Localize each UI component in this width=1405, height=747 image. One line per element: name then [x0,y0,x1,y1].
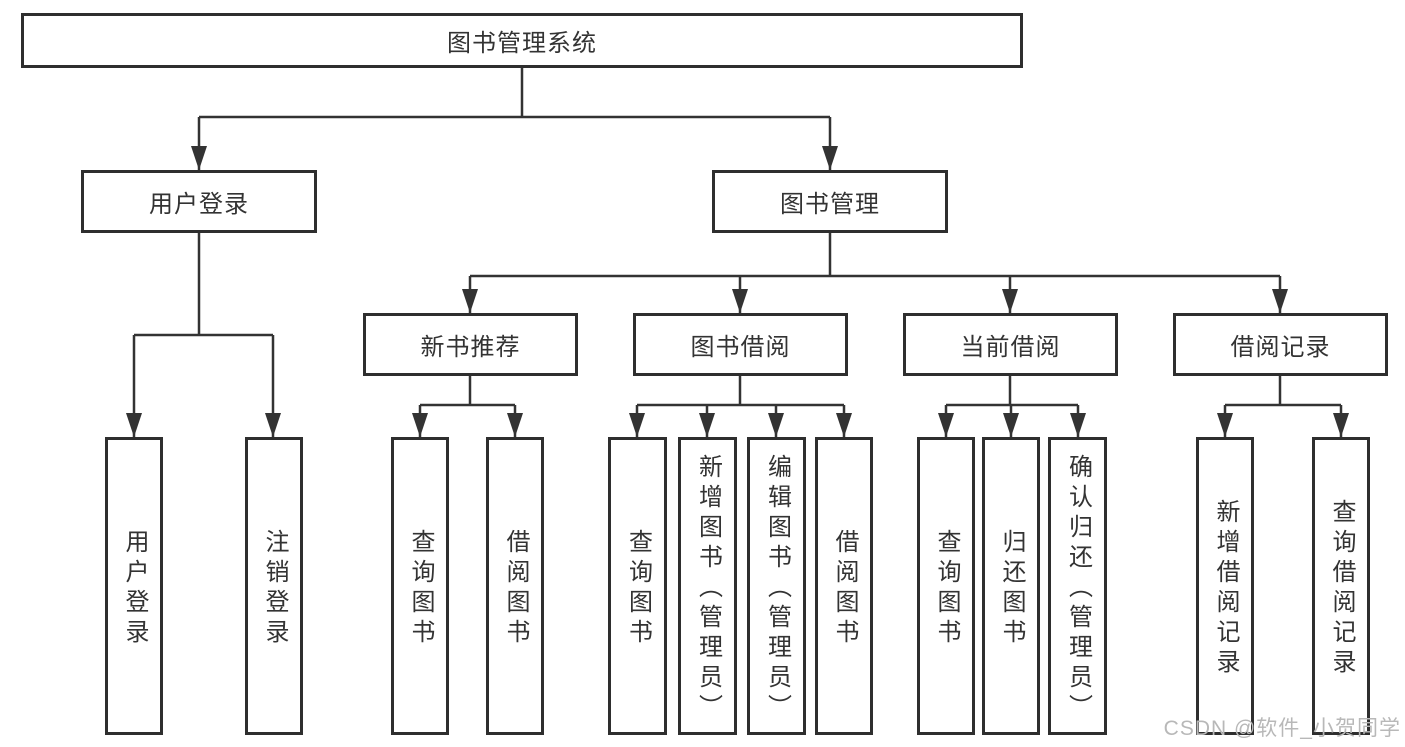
arrow-icon [126,413,142,437]
arrow-icon [629,413,645,437]
node-bb-add-book: 新增图书（管理员） [678,437,737,735]
node-current-borrow-label: 当前借阅 [960,334,1061,361]
node-user-login: 用户登录 [81,170,317,233]
node-current-borrow: 当前借阅 [903,313,1118,376]
node-nb-query-book-label: 查询图书 [407,529,434,649]
edge-current-borrow [944,376,1080,437]
node-ul-user-login-label: 用户登录 [121,529,148,649]
node-new-book-rec-label: 新书推荐 [420,334,521,361]
node-root: 图书管理系统 [21,13,1023,68]
node-cb-return-book: 归还图书 [982,437,1040,735]
arrow-icon [1333,413,1349,437]
node-new-book-rec: 新书推荐 [363,313,578,376]
arrow-icon [1003,413,1019,437]
node-nb-borrow-book: 借阅图书 [486,437,544,735]
arrow-icon [732,289,748,313]
node-cb-confirm-return: 确认归还（管理员） [1048,437,1107,735]
arrow-icon [1217,413,1233,437]
node-book-borrow: 图书借阅 [633,313,848,376]
arrow-icon [265,413,281,437]
edge-book-borrow [635,376,846,437]
node-bb-edit-book-label: 编辑图书（管理员） [763,454,791,724]
node-nb-query-book: 查询图书 [391,437,449,735]
node-bb-add-book-label: 新增图书（管理员） [694,454,722,724]
arrow-icon [699,413,715,437]
node-book-mgmt-label: 图书管理 [780,191,880,218]
edge-user-login [132,233,275,437]
node-br-query-record-label: 查询借阅记录 [1328,499,1355,679]
node-root-label: 图书管理系统 [447,30,597,57]
edge-new-book-rec [418,376,517,437]
tree-edges [132,68,1343,437]
node-bb-edit-book: 编辑图书（管理员） [747,437,806,735]
node-bb-borrow-book-label: 借阅图书 [831,529,858,649]
node-br-add-record: 新增借阅记录 [1196,437,1254,735]
arrow-icon [1272,289,1288,313]
node-borrow-record-label: 借阅记录 [1230,334,1331,361]
arrow-icon [507,413,523,437]
node-cb-query-book: 查询图书 [917,437,975,735]
arrow-icon [1002,289,1018,313]
node-cb-confirm-return-label: 确认归还（管理员） [1064,454,1092,724]
edge-root [197,68,832,170]
arrow-icon [836,413,852,437]
arrow-icon [412,413,428,437]
node-ul-user-login: 用户登录 [105,437,163,735]
csdn-watermark: CSDN @软件_小贺同学 [1163,717,1401,740]
node-cb-query-book-label: 查询图书 [933,529,960,649]
edge-book-mgmt [468,232,1282,313]
node-borrow-record: 借阅记录 [1173,313,1388,376]
node-ul-logout: 注销登录 [245,437,303,735]
arrow-icon [938,413,954,437]
node-ul-logout-label: 注销登录 [261,529,288,649]
arrow-icon [768,413,784,437]
arrow-icon [462,289,478,313]
node-br-add-record-label: 新增借阅记录 [1212,499,1239,679]
arrow-icon [191,146,207,170]
node-bb-borrow-book: 借阅图书 [815,437,873,735]
node-br-query-record: 查询借阅记录 [1312,437,1370,735]
arrow-icon [1070,413,1086,437]
node-book-mgmt: 图书管理 [712,170,948,233]
node-book-borrow-label: 图书借阅 [690,334,791,361]
node-user-login-label: 用户登录 [149,191,249,218]
node-bb-query-book: 查询图书 [608,437,667,735]
node-bb-query-book-label: 查询图书 [624,529,652,649]
node-cb-return-book-label: 归还图书 [998,529,1025,649]
node-nb-borrow-book-label: 借阅图书 [502,529,529,649]
arrow-icon [822,146,838,170]
edge-borrow-record [1223,376,1343,437]
